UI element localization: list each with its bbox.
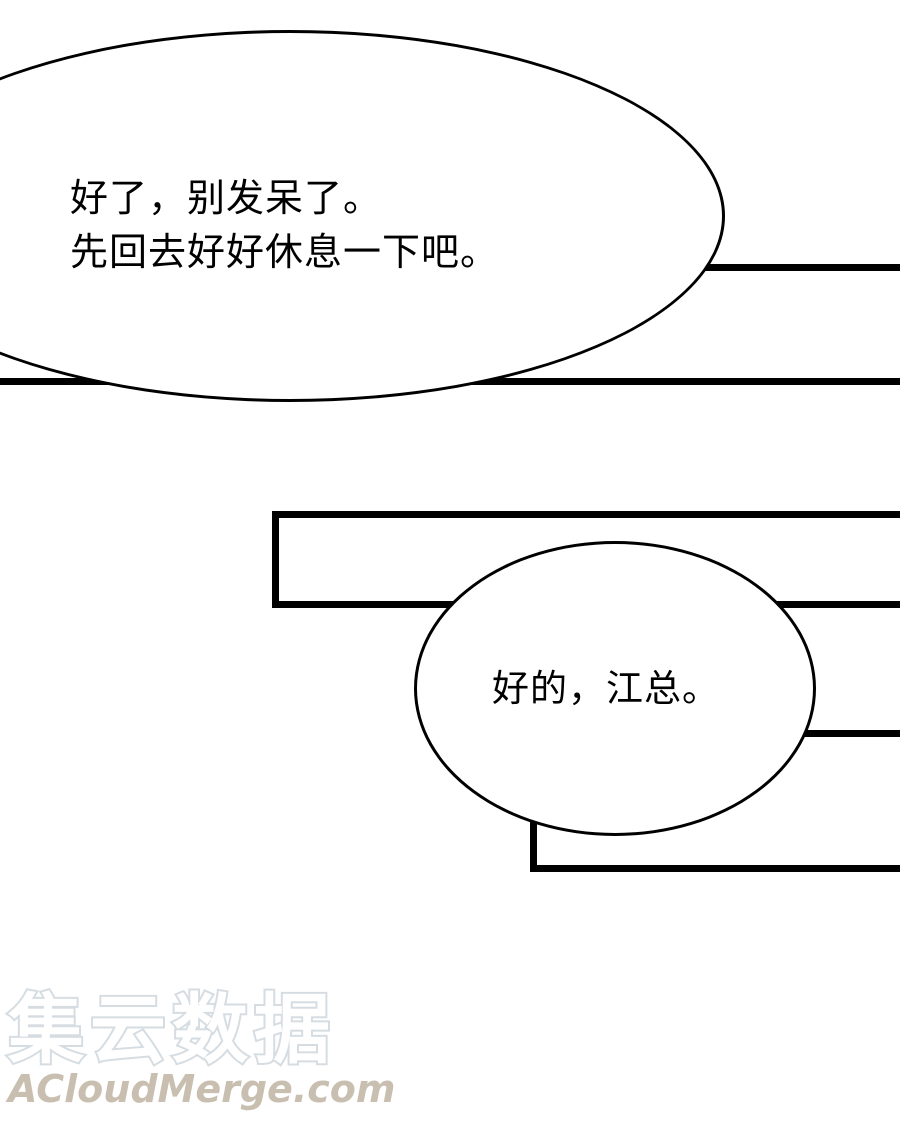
watermark-english: ACloudMerge.com [8,1067,396,1111]
speech-line-1: 好了，别发呆了。 [70,176,383,220]
speech-bubble-1-text: 好了，别发呆了。 先回去好好休息一下吧。 [70,171,499,279]
watermark: 集云数据 ACloudMerge.com [6,983,396,1111]
speech-line-1: 好的，江总。 [492,666,720,710]
speech-line-2: 先回去好好休息一下吧。 [70,230,500,274]
speech-bubble-2-text: 好的，江总。 [492,662,720,716]
speech-bubble-2: 好的，江总。 [414,541,816,836]
speech-bubble-1: 好了，别发呆了。 先回去好好休息一下吧。 [0,30,725,402]
watermark-chinese: 集云数据 [6,983,336,1076]
